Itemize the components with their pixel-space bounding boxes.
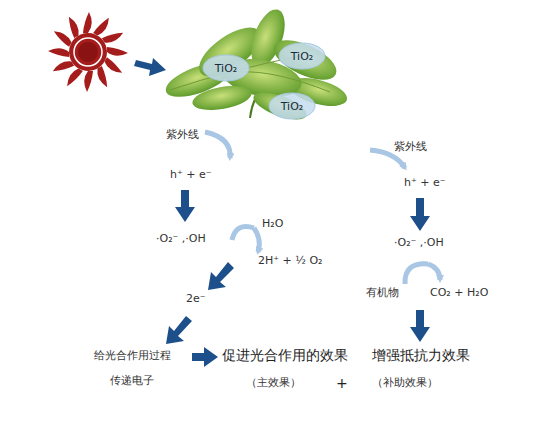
label-text: H₂O (262, 217, 283, 231)
label-text: + (336, 374, 348, 392)
label-text: 紫外线 (166, 128, 199, 142)
label-text: 促进光合作用的效果 (222, 346, 348, 364)
flow-arrows (166, 132, 440, 367)
label-text: h⁺ + e⁻ (404, 176, 446, 190)
node-text: TiO₂ (202, 54, 250, 82)
label-text: 增强抵抗力效果 (372, 346, 470, 364)
tio2-ellipse: TiO₂ (202, 54, 250, 82)
label-text: （主效果） (246, 376, 301, 390)
node-text: TiO₂ (278, 42, 326, 70)
label-text: （补助效果） (372, 376, 438, 390)
label-text: CO₂ + H₂O (430, 286, 488, 300)
label-text: 2H⁺ + ½ O₂ (258, 254, 323, 268)
label-text: 有机物 (366, 286, 399, 300)
tio2-ellipse: TiO₂ (268, 92, 316, 120)
label-text: 2e⁻ (186, 292, 206, 306)
tio2-ellipse: TiO₂ (278, 42, 326, 70)
node-text: TiO₂ (268, 92, 316, 120)
leaves (162, 5, 350, 125)
sun (48, 12, 128, 92)
label-text: ·O₂⁻ ,·OH (394, 236, 444, 250)
label-text: h⁺ + e⁻ (170, 168, 212, 182)
label-text: 给光合作用过程 传递电子 (80, 343, 184, 393)
label-text: ·O₂⁻ ,·OH (156, 232, 206, 246)
flow-arrow (134, 58, 166, 76)
label-text: 紫外线 (394, 140, 427, 154)
